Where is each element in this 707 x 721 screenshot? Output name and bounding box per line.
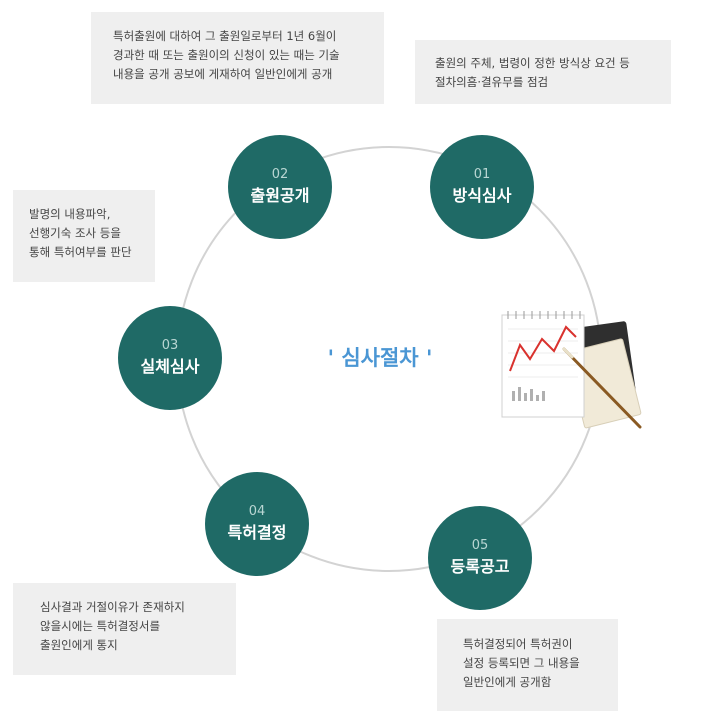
note-step-03: 발명의 내용파악, 선행기숙 조사 등을 통해 특허여부를 판단 — [13, 190, 155, 282]
step-04-label: 특허결정 — [227, 523, 287, 542]
step-01-label: 방식심사 — [452, 186, 512, 205]
step-01-circle: 01 방식심사 — [430, 135, 534, 239]
diagram-title: ' 심사절차 ' — [327, 346, 433, 370]
chart-notebook-icon — [501, 311, 642, 429]
step-03-number: 03 — [161, 338, 179, 353]
step-05-circle: 05 등록공고 — [428, 506, 532, 610]
step-04-number: 04 — [248, 504, 266, 519]
step-05-label: 등록공고 — [450, 557, 510, 576]
note-step-02: 특허출원에 대하여 그 출원일로부터 1년 6월이 경과한 때 또는 출원이의 … — [91, 12, 384, 104]
step-03-circle: 03 실체심사 — [118, 306, 222, 410]
step-05-number: 05 — [471, 538, 489, 553]
step-01-number: 01 — [473, 167, 491, 182]
note-step-01: 출원의 주체, 법령이 정한 방식상 요건 등 절차의흠·결유무를 점검 — [415, 40, 671, 104]
step-02-circle: 02 출원공개 — [228, 135, 332, 239]
step-03-label: 실체심사 — [140, 357, 200, 376]
note-step-05: 특허결정되어 특허권이 설정 등록되면 그 내용을 일반인에게 공개함 — [437, 619, 618, 711]
step-02-number: 02 — [271, 167, 289, 182]
note-step-04: 심사결과 거절이유가 존재하지 않을시에는 특허결정서를 출원인에게 통지 — [13, 583, 236, 675]
step-02-label: 출원공개 — [250, 186, 310, 205]
step-04-circle: 04 특허결정 — [205, 472, 309, 576]
